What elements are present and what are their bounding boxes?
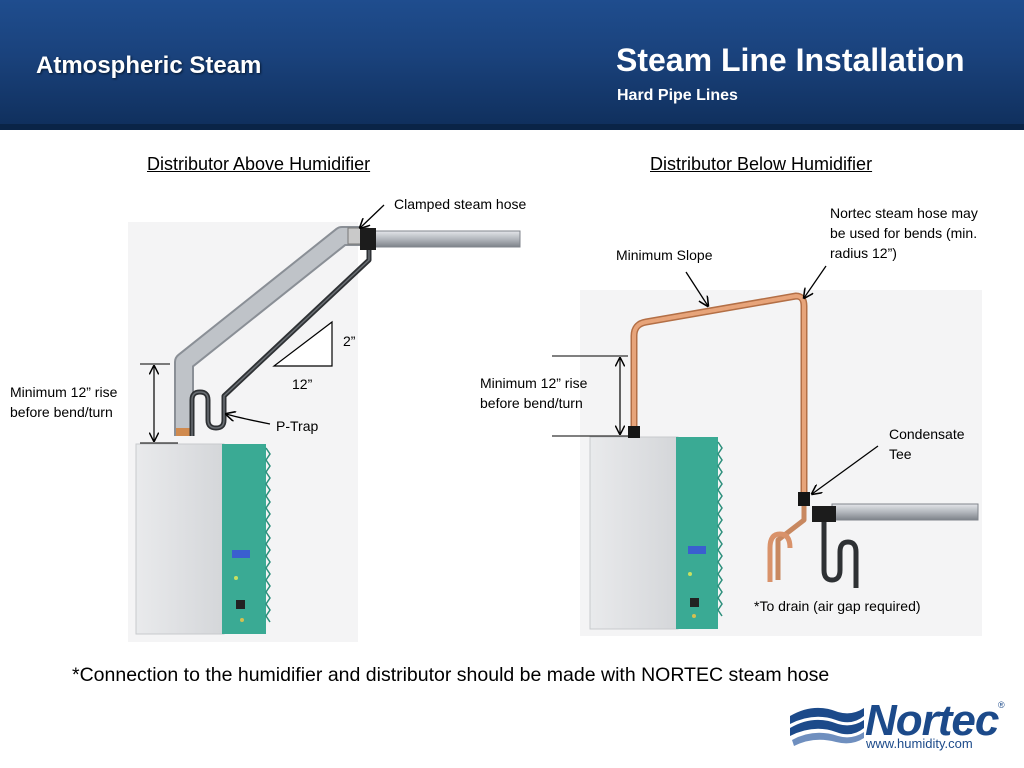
right-humidifier: [589, 436, 723, 630]
page-title: Steam Line Installation: [616, 42, 965, 78]
clamped-hose-label: Clamped steam hose: [394, 196, 527, 212]
clamped-hose-leader: [360, 204, 385, 228]
condensate-tee-leader: [812, 445, 879, 494]
header-banner: Atmospheric Steam Steam Line Installatio…: [0, 0, 1024, 130]
footnote: *Connection to the humidifier and distri…: [72, 664, 830, 686]
registered-mark: ®: [998, 700, 1005, 710]
right-diagram-heading: Distributor Below Humidifier: [650, 154, 873, 174]
slope-triangle: [272, 320, 333, 367]
left-rise-label: Minimum 12” rise before bend/turn: [10, 384, 118, 420]
page-subtitle: Hard Pipe Lines: [617, 87, 738, 104]
left-diagram-heading: Distributor Above Humidifier: [147, 154, 371, 174]
left-distributor: [371, 230, 521, 248]
right-installation: [552, 265, 982, 636]
ptrap-label: P-Trap: [276, 418, 319, 434]
right-distributor: [831, 503, 979, 521]
minimum-slope-label: Minimum Slope: [616, 247, 713, 263]
right-rise-label: Minimum 12” rise before bend/turn: [480, 375, 588, 411]
left-installation: [128, 204, 521, 642]
nortec-logo-icon: [790, 707, 864, 746]
right-copper-line: [632, 294, 806, 496]
steam-hose-leader: [804, 265, 827, 298]
condensate-tee: [798, 492, 810, 506]
condensate-tee-label: Condensate Tee: [889, 426, 965, 462]
steam-hose-label: Nortec steam hose may be used for bends …: [830, 205, 978, 261]
product-title: Atmospheric Steam: [36, 52, 262, 79]
minimum-slope-leader: [685, 271, 708, 306]
ptrap-leader: [226, 414, 271, 425]
slope-run-label: 12”: [292, 376, 313, 392]
drain-label: *To drain (air gap required): [754, 598, 921, 614]
slope-rise-label: 2”: [343, 333, 356, 349]
website-url: www.humidity.com: [866, 736, 973, 751]
nortec-logo: Nortec: [865, 696, 999, 745]
left-humidifier: [135, 443, 271, 635]
